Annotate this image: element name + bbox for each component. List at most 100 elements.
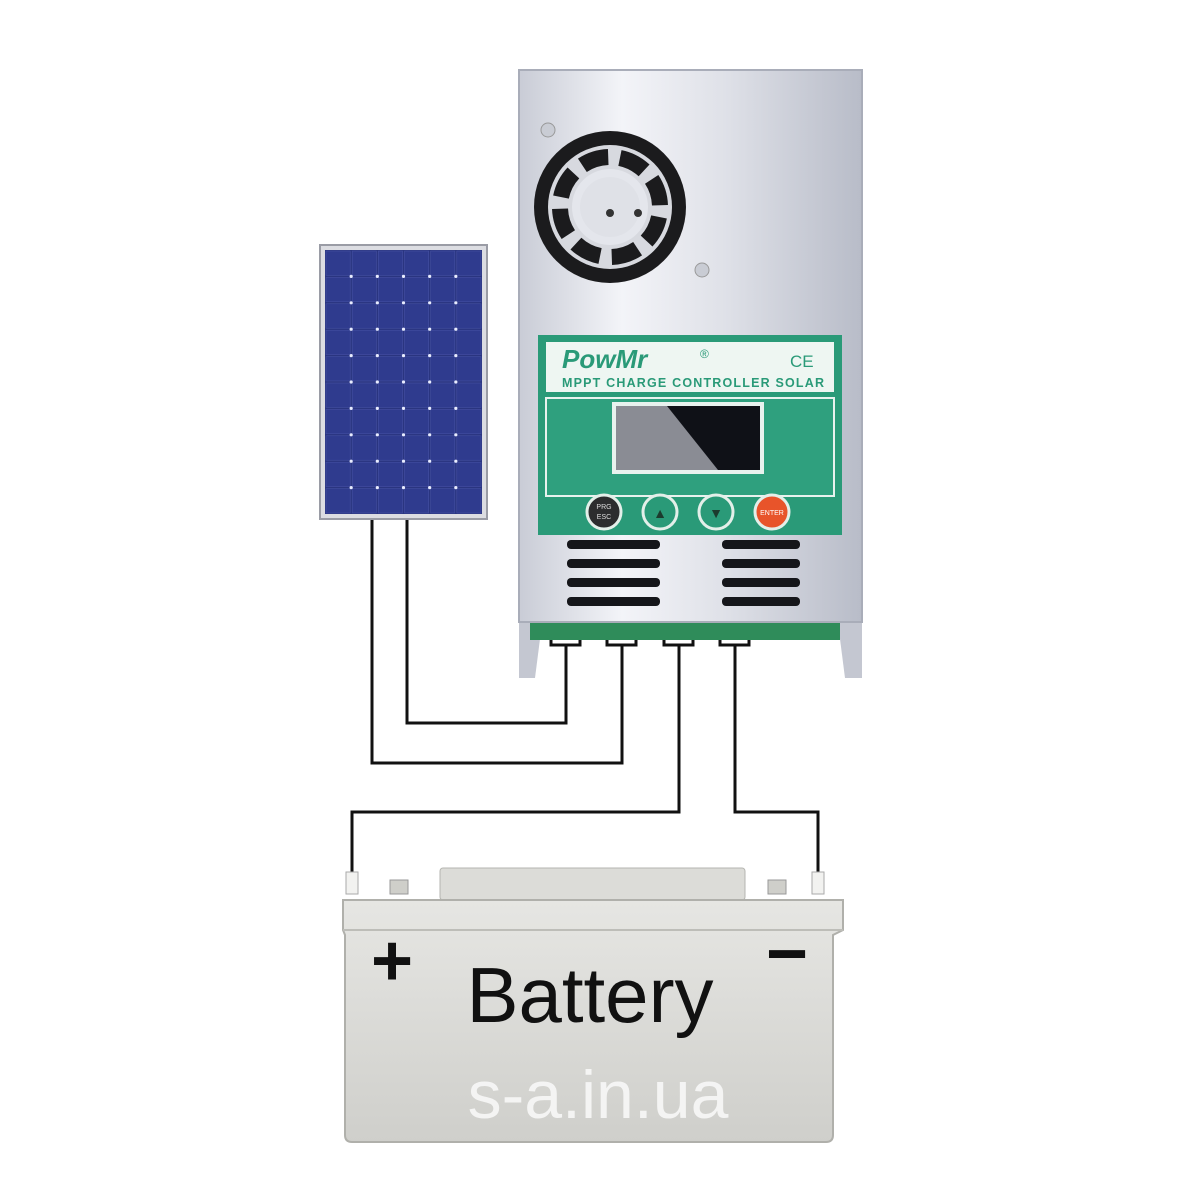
solar-cell: [404, 250, 429, 276]
positive-terminal-sign: +: [371, 921, 413, 1001]
battery-label: Battery: [466, 951, 713, 1039]
cell-contact: [349, 459, 353, 463]
cell-contact: [454, 327, 458, 331]
down-button[interactable]: ▼: [697, 493, 735, 531]
vent-slot: [567, 578, 660, 587]
solar-cell: [456, 250, 482, 276]
solar-cell: [456, 435, 482, 461]
cell-contact: [349, 327, 353, 331]
cell-contact: [401, 459, 406, 463]
cell-contact: [454, 459, 458, 463]
cell-contact: [349, 274, 353, 278]
vent-slot: [567, 540, 660, 549]
solar-cell: [404, 303, 429, 329]
solar-cell: [351, 250, 377, 276]
vent-slot: [567, 559, 660, 568]
solar-cell: [351, 435, 377, 461]
lcd-display: [612, 402, 764, 474]
solar-cell: [378, 435, 403, 461]
solar-cell: [351, 382, 377, 408]
cell-contact: [454, 354, 458, 358]
cell-contact: [375, 380, 379, 384]
solar-cell: [430, 382, 456, 408]
cell-contact: [375, 274, 379, 278]
solar-cell: [378, 250, 403, 276]
fan-slot: [577, 149, 609, 172]
solar-cell: [351, 329, 377, 355]
cell-contact: [349, 380, 353, 384]
solar-cell: [456, 329, 482, 355]
solar-cell: [351, 488, 377, 514]
charge-controller: PowMr ® CE MPPT CHARGE CONTROLLER SOLAR …: [518, 69, 863, 678]
solar-cell: [456, 382, 482, 408]
solar-cell: [378, 409, 403, 435]
solar-cell: [378, 461, 403, 487]
cell-contact: [428, 354, 432, 358]
solar-cell: [325, 409, 351, 435]
svg-text:ESC: ESC: [597, 514, 611, 521]
solar-cell: [325, 277, 351, 303]
cell-contact: [401, 380, 406, 384]
solar-cell: [325, 303, 351, 329]
prg-esc-button[interactable]: PRG ESC: [585, 493, 623, 531]
up-button[interactable]: ▲: [641, 493, 679, 531]
solar-cell: [325, 250, 351, 276]
solar-cell: [378, 382, 403, 408]
watermark: s-a.in.ua: [468, 1057, 729, 1133]
solar-cell: [351, 303, 377, 329]
solar-cell: [325, 356, 351, 382]
cell-contact: [454, 301, 458, 305]
solar-cell: [430, 409, 456, 435]
cell-contact: [428, 406, 432, 410]
pv-wire-2: [405, 519, 568, 725]
solar-cell: [378, 488, 403, 514]
solar-cell: [456, 356, 482, 382]
svg-text:ENTER: ENTER: [760, 510, 784, 517]
solar-cell: [430, 277, 456, 303]
battery: + − Battery s-a.in.ua: [342, 867, 844, 1143]
cell-contact: [428, 274, 432, 278]
solar-cell: [430, 435, 456, 461]
solar-cell: [351, 356, 377, 382]
cell-contact: [401, 274, 406, 278]
cell-contact: [428, 459, 432, 463]
cell-contact: [401, 301, 406, 305]
cell-contact: [375, 486, 379, 490]
cell-contact: [375, 327, 379, 331]
solar-cell: [378, 277, 403, 303]
solar-cell: [404, 409, 429, 435]
solar-cell: [430, 303, 456, 329]
enter-button[interactable]: ENTER: [753, 493, 791, 531]
solar-cell: [430, 461, 456, 487]
solar-cell: [456, 488, 482, 514]
registered-mark: ®: [700, 347, 709, 361]
fan-slot: [640, 215, 667, 247]
solar-cell: [404, 488, 429, 514]
pv-wire-1: [370, 519, 624, 765]
solar-cell: [430, 356, 456, 382]
cell-contact: [375, 354, 379, 358]
arrow-up-icon: ▲: [653, 505, 667, 521]
solar-cell: [325, 488, 351, 514]
solar-cell: [325, 329, 351, 355]
solar-cell: [351, 461, 377, 487]
negative-terminal-sign: −: [766, 914, 808, 994]
ce-mark: CE: [790, 352, 814, 371]
solar-cell: [456, 277, 482, 303]
solar-cell: [456, 461, 482, 487]
cell-contact: [401, 406, 406, 410]
solar-cell: [351, 409, 377, 435]
cell-contact: [375, 433, 379, 437]
cell-contact: [428, 327, 432, 331]
solar-cells: [325, 250, 482, 514]
cell-contact: [454, 433, 458, 437]
product-subtitle: MPPT CHARGE CONTROLLER SOLAR: [562, 376, 824, 390]
solar-cell: [430, 329, 456, 355]
solar-cell: [404, 435, 429, 461]
battery-positive-wire: [350, 645, 681, 878]
cell-contact: [349, 433, 353, 437]
solar-cell: [404, 356, 429, 382]
vent-slot: [722, 597, 800, 606]
vent-slot: [722, 578, 800, 587]
